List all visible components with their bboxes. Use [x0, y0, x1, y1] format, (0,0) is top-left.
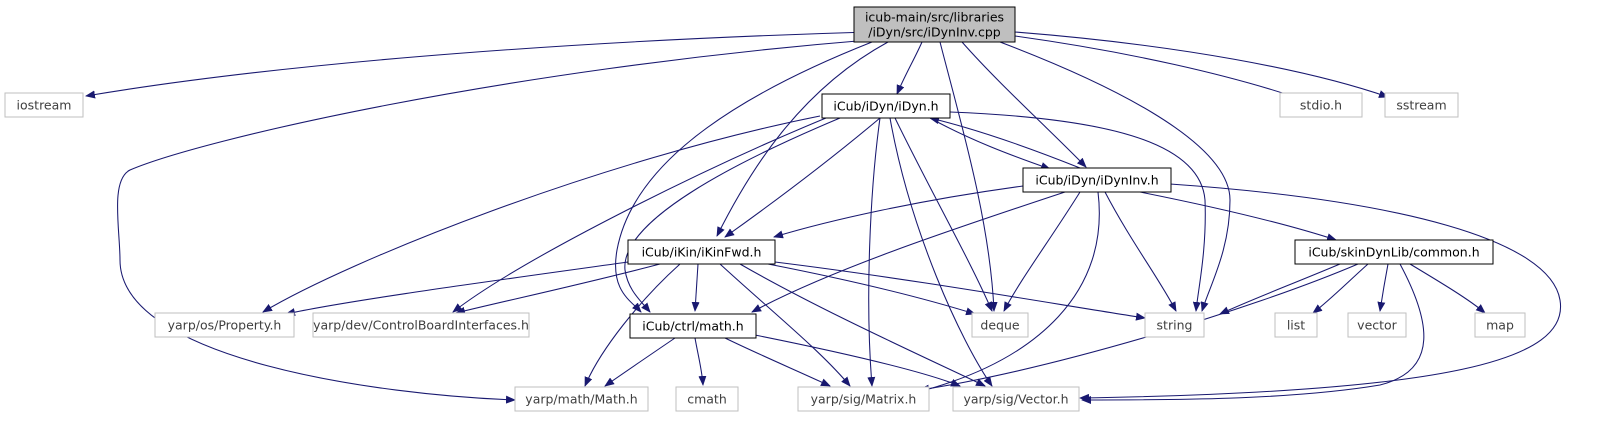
root-label-line1: icub-main/src/libraries	[865, 10, 1004, 25]
node-cmath[interactable]: cmath	[675, 386, 739, 412]
edge-idyn-property	[262, 115, 821, 313]
node-iostream[interactable]: iostream	[4, 92, 84, 118]
svg-text:cmath: cmath	[687, 392, 727, 407]
node-common-h[interactable]: iCub/skinDynLib/common.h	[1294, 239, 1494, 265]
edge-idyninv-matrix	[917, 191, 1100, 394]
svg-text:string: string	[1157, 318, 1193, 333]
svg-text:sstream: sstream	[1396, 98, 1446, 113]
node-vector-h[interactable]: yarp/sig/Vector.h	[952, 386, 1080, 412]
svg-text:list: list	[1287, 318, 1305, 333]
edge-ikinfwd-property	[285, 261, 629, 316]
svg-text:map: map	[1486, 318, 1514, 333]
edge-ikinfwd-matrix	[719, 263, 851, 387]
edge-idyninv-vector	[1079, 183, 1562, 402]
edge-idyn-string	[949, 111, 1206, 312]
svg-text:yarp/math/Math.h: yarp/math/Math.h	[525, 392, 637, 407]
edge-ikinfwd-string	[774, 261, 1146, 321]
edge-common-map	[1409, 263, 1486, 314]
svg-text:iCub/skinDynLib/common.h: iCub/skinDynLib/common.h	[1308, 245, 1479, 260]
edge-common-vector-h	[1081, 263, 1425, 404]
node-vector[interactable]: vector	[1347, 312, 1407, 338]
node-matrix-h[interactable]: yarp/sig/Matrix.h	[797, 386, 930, 412]
svg-text:yarp/dev/ControlBoardInterface: yarp/dev/ControlBoardInterfaces.h	[313, 318, 529, 333]
edge-ctrl-math-cmath	[694, 337, 707, 386]
edge-root-string	[999, 41, 1231, 312]
edge-idyninv-ctrl-math	[751, 191, 1066, 313]
node-string[interactable]: string	[1144, 312, 1205, 338]
edge-ctrl-math-yarp-math	[604, 337, 676, 387]
edge-ikinfwd-controlboard	[455, 263, 661, 315]
edge-common-vector	[1377, 263, 1389, 312]
edge-idyn-ikinfwd	[724, 117, 881, 238]
node-sstream[interactable]: sstream	[1384, 92, 1459, 118]
edge-ikinfwd-deque	[767, 263, 976, 316]
node-root-file[interactable]: icub-main/src/libraries /iDyn/src/iDynIn…	[853, 6, 1016, 43]
edge-ctrl-math-matrix	[724, 337, 831, 387]
node-property-h[interactable]: yarp/os/Property.h	[154, 312, 295, 338]
svg-text:iCub/iKin/iKinFwd.h: iCub/iKin/iKinFwd.h	[642, 245, 762, 260]
edge-ctrl-math-vector	[749, 333, 961, 387]
node-controlboard-h[interactable]: yarp/dev/ControlBoardInterfaces.h	[312, 312, 530, 338]
edge-idyn-idyninv	[929, 117, 1051, 170]
edge-idyn-controlboard	[452, 117, 827, 313]
node-idyn-h[interactable]: iCub/iDyn/iDyn.h	[821, 93, 951, 119]
edge-ikinfwd-vector	[739, 263, 986, 387]
edge-common-string	[1219, 263, 1341, 315]
nodes-layer: icub-main/src/libraries /iDyn/src/iDynIn…	[4, 6, 1526, 412]
root-label-line2: /iDyn/src/iDynInv.cpp	[868, 25, 1001, 40]
edge-root-idyninv-h	[961, 41, 1087, 168]
edge-root-sstream	[1014, 31, 1389, 98]
edge-root-stdio-h	[1014, 35, 1302, 100]
edge-root-ikinfwd-h	[716, 41, 889, 237]
node-map[interactable]: map	[1474, 312, 1526, 338]
node-ikinfwd-h[interactable]: iCub/iKin/iKinFwd.h	[627, 239, 776, 265]
svg-text:deque: deque	[980, 318, 1019, 333]
svg-text:yarp/sig/Matrix.h: yarp/sig/Matrix.h	[811, 392, 917, 407]
svg-text:vector: vector	[1357, 318, 1398, 333]
edge-idyninv-string	[1104, 191, 1177, 312]
node-yarp-math-h[interactable]: yarp/math/Math.h	[514, 386, 649, 412]
svg-text:yarp/sig/Vector.h: yarp/sig/Vector.h	[963, 392, 1068, 407]
edge-idyninv-ikinfwd	[773, 185, 1024, 239]
svg-text:stdio.h: stdio.h	[1300, 98, 1342, 113]
edge-root-yarp-math-h	[117, 39, 870, 404]
edge-root-deque	[939, 41, 998, 312]
edge-common-list	[1312, 263, 1369, 314]
edge-root-ctrl-math-h	[615, 41, 873, 313]
node-deque[interactable]: deque	[971, 312, 1029, 338]
svg-text:iCub/iDyn/iDynInv.h: iCub/iDyn/iDynInv.h	[1035, 173, 1158, 188]
edge-idyninv-common	[1139, 191, 1337, 242]
edge-idyninv-deque	[1003, 191, 1081, 312]
node-ctrl-math-h[interactable]: iCub/ctrl/math.h	[629, 313, 757, 339]
edge-idyninv-idyn	[929, 116, 1081, 169]
edge-idyn-ctrl-math	[624, 117, 841, 313]
edge-idyn-deque	[894, 117, 993, 312]
svg-text:iCub/iDyn/iDyn.h: iCub/iDyn/iDyn.h	[833, 99, 938, 114]
edge-root-iostream	[85, 31, 870, 99]
node-list[interactable]: list	[1274, 312, 1318, 338]
node-stdio-h[interactable]: stdio.h	[1279, 92, 1363, 118]
svg-text:yarp/os/Property.h: yarp/os/Property.h	[168, 318, 282, 333]
node-idyninv-h[interactable]: iCub/iDyn/iDynInv.h	[1022, 167, 1172, 193]
edge-idyn-matrix	[867, 117, 881, 387]
edges-layer	[85, 31, 1562, 404]
edge-ikinfwd-yarp-math	[584, 263, 681, 387]
svg-text:iCub/ctrl/math.h: iCub/ctrl/math.h	[642, 319, 743, 334]
edge-ikinfwd-ctrl-math	[691, 263, 700, 312]
svg-text:iostream: iostream	[17, 98, 72, 113]
edge-root-idyn-h	[896, 41, 923, 95]
edge-idyn-vector	[889, 117, 993, 387]
